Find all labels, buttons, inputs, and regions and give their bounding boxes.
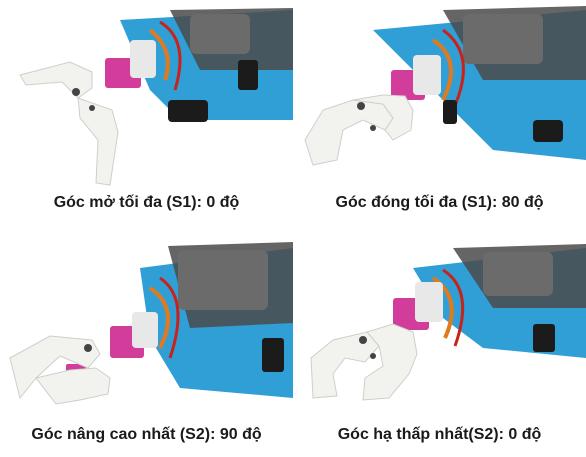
panel-caption: Góc nâng cao nhất (S2): 90 độ	[31, 426, 262, 443]
gripper-open-photo	[0, 0, 293, 190]
panel-caption: Góc đóng tối đa (S1): 80 độ	[335, 194, 544, 211]
gripper-closed-photo	[293, 0, 586, 190]
panel-lowered-s2: Góc hạ thấp nhất(S2): 0 độ	[293, 228, 586, 456]
panel-closed-s1: Góc đóng tối đa (S1): 80 độ	[293, 0, 586, 228]
gripper-lowered-photo	[293, 228, 586, 418]
gripper-raised-photo	[0, 228, 293, 418]
panel-caption: Góc hạ thấp nhất(S2): 0 độ	[337, 426, 542, 443]
panel-raised-s2: Góc nâng cao nhất (S2): 90 độ	[0, 228, 293, 456]
panel-caption: Góc mở tối đa (S1): 0 độ	[53, 194, 240, 211]
panel-open-s1: Góc mở tối đa (S1): 0 độ	[0, 0, 293, 228]
